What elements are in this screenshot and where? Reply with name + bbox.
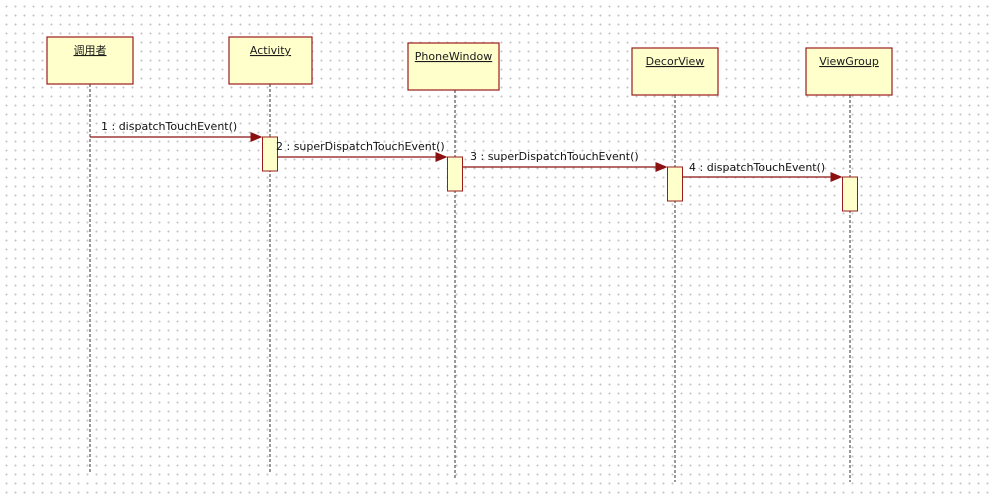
object-label-phonewindow: PhoneWindow	[415, 50, 492, 63]
activation-bar-decorview	[667, 166, 683, 202]
object-label-decorview: DecorView	[646, 55, 705, 68]
arrowhead-icon	[655, 162, 668, 172]
object-box-viewgroup	[805, 47, 893, 96]
message-1[interactable]: 1 : dispatchTouchEvent()	[90, 120, 263, 142]
object-caller[interactable]: 调用者	[46, 36, 134, 85]
arrowhead-icon	[830, 172, 843, 182]
object-phonewindow[interactable]: PhoneWindow	[407, 42, 500, 91]
arrowhead-icon	[250, 132, 263, 142]
object-viewgroup[interactable]: ViewGroup	[805, 47, 893, 96]
message-3[interactable]: 3 : superDispatchTouchEvent()	[462, 150, 668, 172]
object-label-viewgroup: ViewGroup	[819, 55, 879, 68]
object-label-activity: Activity	[250, 44, 292, 57]
message-label: 2 : superDispatchTouchEvent()	[276, 140, 445, 153]
message-2[interactable]: 2 : superDispatchTouchEvent()	[276, 140, 448, 162]
object-box-activity	[228, 36, 313, 85]
activation-bar-activity	[262, 136, 278, 172]
object-box-phonewindow	[407, 42, 500, 91]
message-label: 3 : superDispatchTouchEvent()	[470, 150, 639, 163]
object-activity[interactable]: Activity	[228, 36, 313, 85]
object-label-caller: 调用者	[74, 44, 107, 57]
message-label: 4 : dispatchTouchEvent()	[689, 161, 825, 174]
arrowhead-icon	[435, 152, 448, 162]
object-decorview[interactable]: DecorView	[631, 47, 719, 96]
object-box-decorview	[631, 47, 719, 96]
activation-bar-viewgroup	[842, 176, 858, 212]
object-box-caller	[46, 36, 134, 85]
message-label: 1 : dispatchTouchEvent()	[101, 120, 237, 133]
message-4[interactable]: 4 : dispatchTouchEvent()	[682, 161, 843, 182]
activation-bar-phonewindow	[447, 156, 463, 192]
